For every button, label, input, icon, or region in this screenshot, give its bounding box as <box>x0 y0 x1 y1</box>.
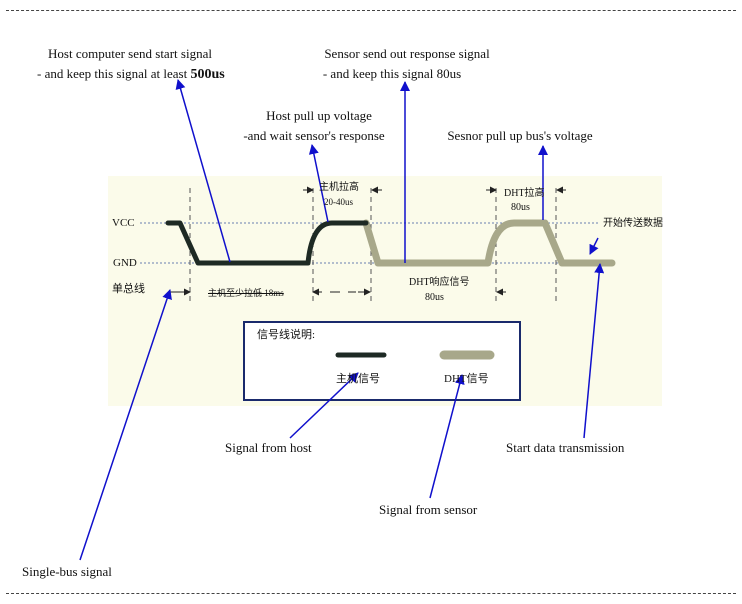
host-start-duration: 500us <box>190 67 225 82</box>
bottom-divider <box>6 593 736 594</box>
timing-arrows <box>170 186 566 296</box>
single-bus-label: Single-bus signal <box>22 564 112 579</box>
host-start-line2: - and keep this signal at least 500us <box>37 64 225 85</box>
host-pullup-line1: Host pull up voltage <box>266 108 372 123</box>
sensor-pullup-label: Sesnor pull up bus's voltage <box>447 128 593 143</box>
signal-from-sensor-label: Signal from sensor <box>379 502 478 517</box>
host-pull-label: 主机拉高 <box>319 182 359 193</box>
sensor-response-line2: - and keep this signal 80us <box>322 66 462 81</box>
host-pull-time: 20-40us <box>324 197 353 207</box>
dht-pull-label: DHT拉高 <box>504 188 545 199</box>
host-pullup-line2: -and wait sensor's response <box>243 128 385 143</box>
vcc-label: VCC <box>112 217 135 229</box>
signal-from-host-label: Signal from host <box>225 440 312 455</box>
dht-signal-wave <box>362 219 616 267</box>
host-signal-wave <box>165 220 369 266</box>
legend-host-label: 主机信号 <box>336 373 380 385</box>
callout-arrows <box>79 79 605 561</box>
dht-pull-time: 80us <box>511 202 530 213</box>
legend-title: 信号线说明: <box>257 329 316 341</box>
host-start-line2-text: - and keep this signal at least <box>37 66 191 81</box>
host-start-line1: Host computer send start signal <box>48 46 212 61</box>
dht-response-time: 80us <box>425 292 444 303</box>
sensor-response-line1: Sensor send out response signal <box>324 46 490 61</box>
legend-box <box>243 321 521 401</box>
host-low-label: 主机至少拉低 18ms <box>208 288 284 298</box>
start-transfer-label: 开始传送数据 <box>603 218 663 229</box>
dht-response-label: DHT响应信号 <box>409 277 470 288</box>
gnd-label: GND <box>113 257 137 269</box>
start-data-label: Start data transmission <box>506 440 625 455</box>
bus-label: 单总线 <box>112 283 145 295</box>
legend-dht-label: DHT信号 <box>444 373 489 385</box>
top-divider <box>6 10 736 11</box>
